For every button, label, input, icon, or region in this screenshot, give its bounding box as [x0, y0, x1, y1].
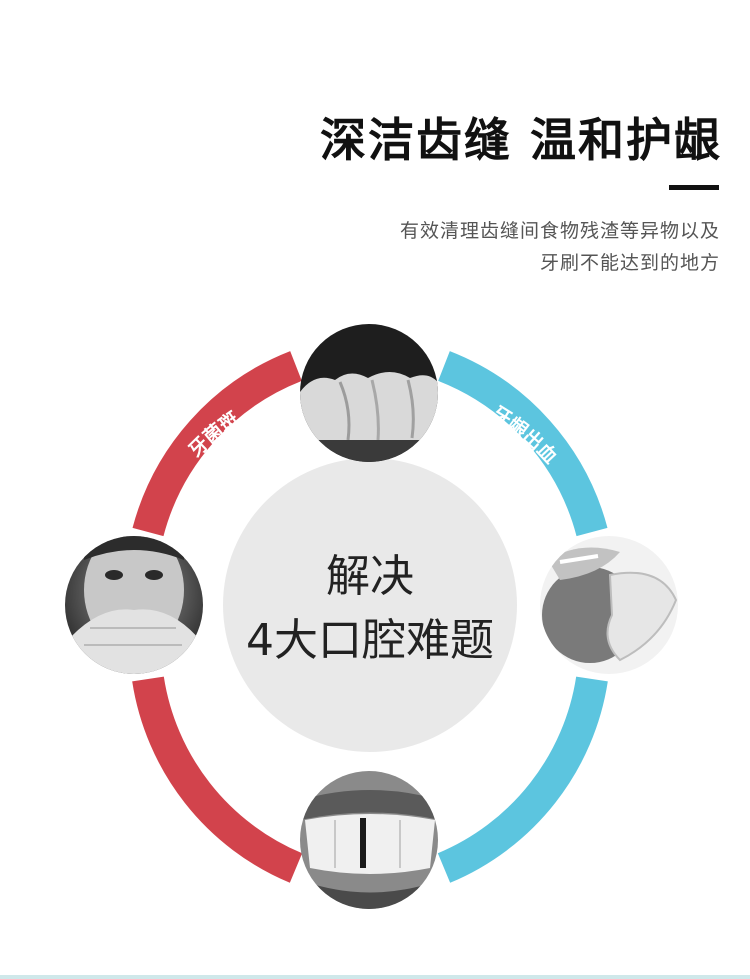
woman-covering-mouth-photo-icon: [65, 536, 203, 674]
biting-apple-photo-icon: [540, 536, 678, 674]
smile-gap-teeth-photo-icon: [300, 771, 438, 909]
ring-arc-top-left: [132, 351, 302, 537]
headline: 深洁齿缝 温和护龈: [319, 113, 722, 167]
center-line-1: 解决: [326, 551, 414, 602]
teeth-closeup-photo-icon: [300, 324, 438, 462]
center-circle: [223, 458, 517, 752]
ring-arc-bottom-right: [437, 676, 608, 883]
ring-arc-bottom-left: [132, 676, 303, 883]
subtitle-line-1: 有效清理齿缝间食物残渣等异物以及: [399, 220, 720, 242]
bottom-strip: [0, 975, 750, 979]
center-line-2: 4大口腔难题: [246, 615, 494, 666]
headline-underline: [669, 185, 719, 190]
ring-arc-top-right: [438, 351, 608, 537]
subtitle-line-2: 牙刷不能达到的地方: [539, 252, 720, 274]
